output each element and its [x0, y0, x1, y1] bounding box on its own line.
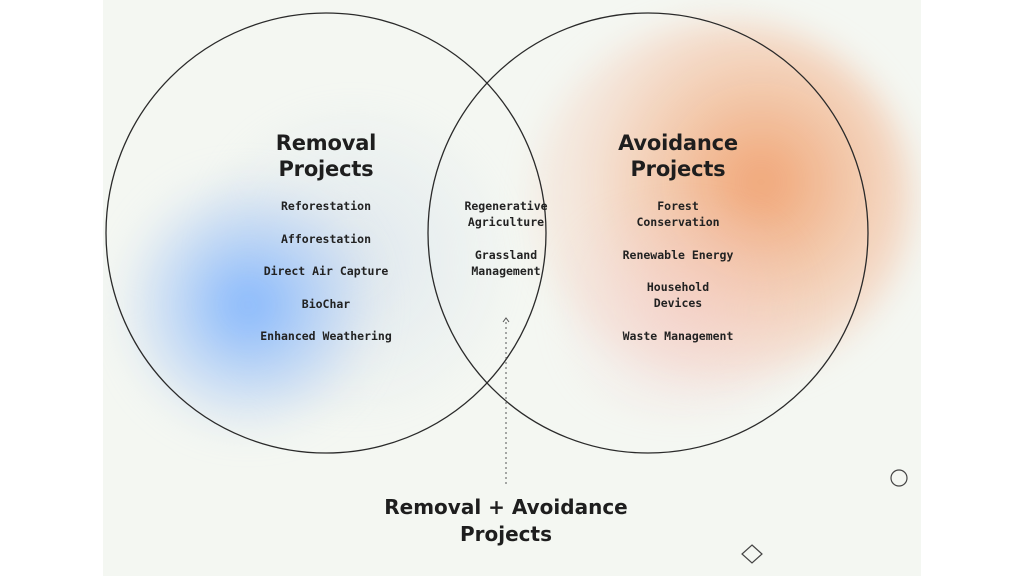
removal-item: Enhanced Weathering [260, 329, 392, 343]
decorative-circle-icon [890, 469, 908, 487]
removal-title: Removal Projects [226, 130, 426, 182]
avoidance-item-line1: Waste Management [622, 329, 734, 343]
removal-item: BioChar [301, 297, 351, 311]
removal-title-line2: Projects [278, 157, 374, 181]
avoidance-glow-soft [523, 200, 843, 420]
avoidance-item: Renewable Energy [578, 247, 778, 263]
avoidance-title: Avoidance Projects [578, 130, 778, 182]
avoidance-title-line2: Projects [630, 157, 726, 181]
overlap-item-line2: Management [471, 264, 541, 278]
avoidance-item-line1: Renewable Energy [622, 248, 734, 262]
removal-title-line1: Removal [275, 131, 377, 155]
removal-circle [105, 12, 547, 454]
combined-title-line2: Projects [459, 522, 552, 546]
removal-item: Afforestation [280, 232, 371, 246]
overlap-item-line2: Agriculture [467, 215, 545, 229]
avoidance-circle [427, 12, 869, 454]
avoidance-item-line1: Household [646, 280, 710, 294]
overlap-item: Grassland Management [436, 247, 576, 279]
diagram-canvas: Removal Projects Reforestation Afforesta… [103, 0, 921, 576]
avoidance-item-line2: Devices [653, 296, 703, 310]
removal-item: Direct Air Capture [263, 264, 389, 278]
pointer-arrowhead [502, 317, 510, 323]
overlap-item-line1: Grassland [474, 248, 538, 262]
avoidance-item: Waste Management [578, 328, 778, 344]
avoidance-title-line1: Avoidance [618, 131, 738, 155]
avoidance-item: Forest Conservation [578, 198, 778, 230]
decorative-diamond-icon [741, 544, 763, 564]
overlap-item: Regenerative Agriculture [436, 198, 576, 230]
venn-outlines [105, 12, 908, 564]
combined-title-line1: Removal + Avoidance [384, 495, 628, 519]
removal-glow [123, 180, 373, 430]
removal-item: Reforestation [280, 199, 371, 213]
avoidance-item-line2: Conservation [636, 215, 720, 229]
avoidance-item: Household Devices [578, 279, 778, 311]
avoidance-item-line1: Forest [657, 199, 699, 213]
combined-title: Removal + Avoidance Projects [356, 494, 656, 548]
overlap-item-line1: Regenerative [464, 199, 548, 213]
